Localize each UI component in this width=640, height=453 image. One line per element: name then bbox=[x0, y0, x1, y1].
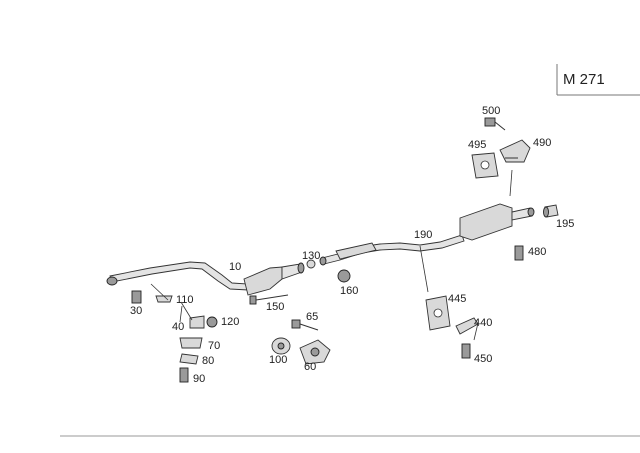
callout-130: 130 bbox=[302, 250, 320, 262]
bolt-480[interactable] bbox=[514, 245, 524, 261]
callout-495: 495 bbox=[468, 139, 486, 151]
callout-40: 40 bbox=[172, 321, 184, 333]
callout-445: 445 bbox=[448, 293, 466, 305]
callout-195: 195 bbox=[556, 218, 574, 230]
bolt-500[interactable] bbox=[484, 117, 506, 131]
callout-500: 500 bbox=[482, 105, 500, 117]
callout-90: 90 bbox=[193, 373, 205, 385]
rubber-hanger-445[interactable] bbox=[425, 295, 451, 331]
callout-190: 190 bbox=[414, 229, 432, 241]
bolt-90[interactable] bbox=[179, 367, 189, 383]
callout-65: 65 bbox=[306, 311, 318, 323]
bolt-65[interactable] bbox=[291, 319, 319, 331]
bracket-80[interactable] bbox=[179, 353, 199, 365]
model-label-box: M 271 bbox=[556, 64, 640, 96]
callout-10: 10 bbox=[229, 261, 241, 273]
bolt-150[interactable] bbox=[249, 294, 289, 305]
callout-80: 80 bbox=[202, 355, 214, 367]
leader-lines bbox=[150, 169, 513, 341]
bolt-30[interactable] bbox=[131, 290, 142, 304]
mount-100[interactable] bbox=[271, 337, 291, 355]
callout-440: 440 bbox=[474, 317, 492, 329]
callout-70: 70 bbox=[208, 340, 220, 352]
clip-110[interactable] bbox=[155, 295, 173, 303]
tailpipe-trim-195[interactable] bbox=[543, 204, 559, 218]
callout-110: 110 bbox=[176, 294, 194, 306]
model-label: M 271 bbox=[563, 71, 605, 88]
callout-480: 480 bbox=[528, 246, 546, 258]
callout-60: 60 bbox=[304, 361, 316, 373]
callout-450: 450 bbox=[474, 353, 492, 365]
bracket-490[interactable] bbox=[499, 139, 531, 163]
callout-labels: 10 30 40 60 65 70 80 90 100 110 120 130 … bbox=[130, 105, 574, 385]
clamp-40[interactable] bbox=[189, 315, 205, 329]
rubber-hanger-495[interactable] bbox=[471, 152, 499, 179]
intermediate-pipe[interactable] bbox=[319, 234, 465, 266]
callout-160: 160 bbox=[340, 285, 358, 297]
callout-100: 100 bbox=[269, 354, 287, 366]
callout-490: 490 bbox=[533, 137, 551, 149]
nut-120[interactable] bbox=[206, 316, 218, 328]
catalytic-converter[interactable] bbox=[243, 262, 305, 296]
nut-160[interactable] bbox=[337, 269, 351, 283]
bracket-70[interactable] bbox=[179, 337, 203, 349]
callout-120: 120 bbox=[221, 316, 239, 328]
bracket-60[interactable] bbox=[299, 339, 331, 365]
bolt-450[interactable] bbox=[461, 343, 471, 359]
front-exhaust-pipe[interactable] bbox=[106, 261, 249, 291]
clamp-130[interactable] bbox=[306, 259, 316, 269]
callout-150: 150 bbox=[266, 301, 284, 313]
rear-silencer[interactable] bbox=[459, 203, 535, 241]
callout-30: 30 bbox=[130, 305, 142, 317]
